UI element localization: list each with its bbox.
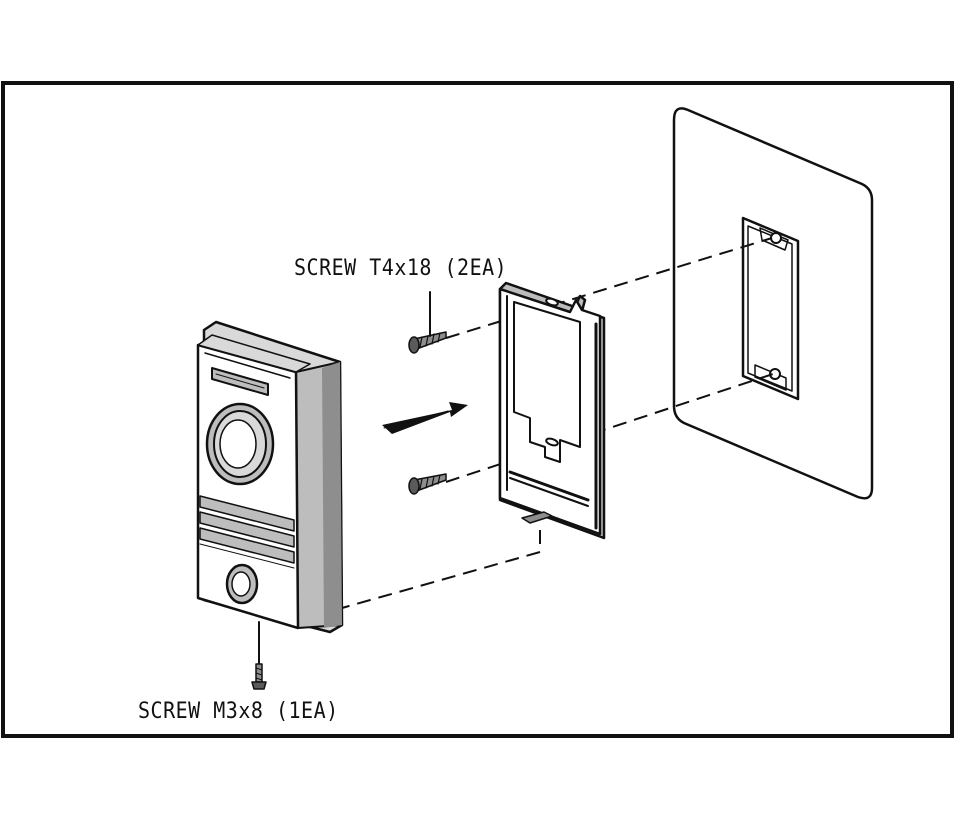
door-station — [196, 320, 344, 634]
screw-upper — [408, 331, 447, 354]
mounting-bracket — [498, 281, 606, 540]
screw-lower — [408, 473, 447, 495]
diagram-border — [1, 81, 954, 738]
screw-bottom — [251, 621, 267, 690]
screw-m3x8-label: SCREW M3x8 (1EA) — [138, 697, 339, 724]
electrical-box — [741, 216, 800, 401]
direction-arrow-icon — [382, 402, 468, 434]
screw-t4x18-label: SCREW T4x18 (2EA) — [294, 254, 508, 281]
